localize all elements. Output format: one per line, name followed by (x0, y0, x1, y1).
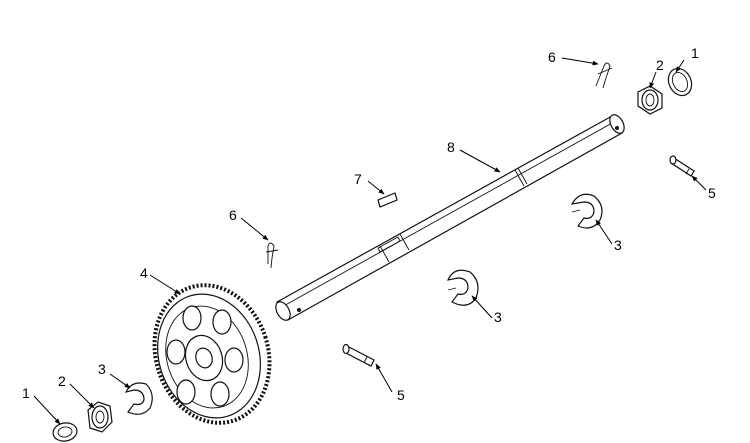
callout-2-top: 2 (656, 57, 664, 73)
callout-1-bottom: 1 (22, 385, 30, 401)
callout-3-right: 3 (614, 237, 622, 253)
e-ring-part-3-right (570, 193, 603, 229)
callout-3-middle: 3 (494, 309, 502, 325)
hairpin-clip-part-6-top (595, 62, 613, 89)
e-ring-part-3-bottom (124, 382, 153, 415)
callout-5-right: 5 (708, 185, 716, 201)
e-ring-part-3-middle (446, 269, 479, 306)
shaft-part-8 (275, 114, 625, 321)
washer-part-1-bottom (52, 422, 78, 442)
clevis-pin-part-5-right (669, 155, 695, 177)
callout-5-bottom: 5 (397, 387, 405, 403)
callout-6-top: 6 (548, 49, 556, 65)
leader-lines (33, 57, 707, 425)
hairpin-clip-part-6-left (265, 242, 279, 269)
key-part-7 (377, 192, 398, 208)
callout-8: 8 (447, 139, 455, 155)
callout-3-bottom: 3 (98, 361, 106, 377)
gear-part-4 (152, 283, 272, 425)
callout-4: 4 (140, 265, 148, 281)
clevis-pin-part-5-bottom (342, 343, 375, 367)
callout-6-left: 6 (229, 207, 237, 223)
callout-1-top: 1 (691, 45, 699, 61)
callout-7: 7 (354, 171, 362, 187)
washer-part-1-top (667, 67, 693, 97)
callout-2-bottom: 2 (58, 373, 66, 389)
hex-bushing-part-2-top (637, 85, 663, 115)
hex-bushing-part-2-bottom (87, 401, 113, 433)
